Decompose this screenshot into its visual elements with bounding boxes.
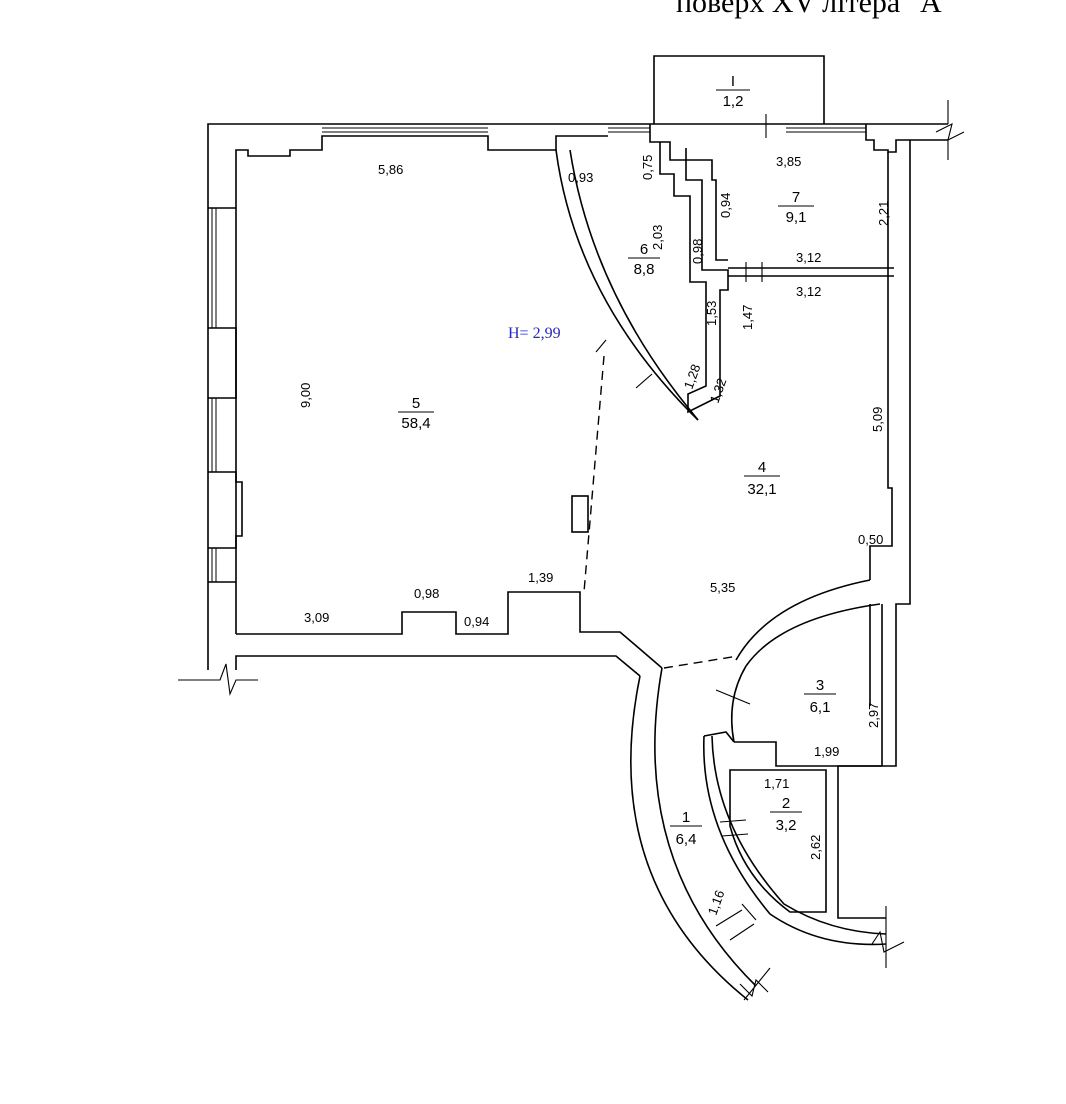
- window-left-3: [211, 548, 217, 582]
- dim-0-50: 0,50: [858, 532, 883, 547]
- wall-top-inner: [235, 135, 608, 634]
- balcony-number: I: [731, 73, 735, 90]
- room-6-number: 6: [640, 241, 648, 258]
- wall-right-outer: [837, 140, 911, 919]
- break-mark-bottom-right: [871, 906, 905, 968]
- room-4-number: 4: [758, 459, 766, 476]
- division-5-4: [583, 355, 605, 593]
- room-5-number: 5: [412, 395, 420, 412]
- wall-right-inner: [869, 152, 893, 580]
- curved-wall-room1-back: [702, 735, 887, 946]
- wall-bottom-outer: [235, 655, 641, 677]
- dim-0-98-mid: 0,98: [690, 239, 705, 264]
- curved-wall-hall-outer: [735, 579, 871, 661]
- room-5-area: 58,4: [401, 415, 430, 432]
- wall-left-pier-2: [208, 471, 243, 549]
- wall-top-outer: [207, 123, 948, 670]
- dim-3-12-bottom: 3,12: [796, 284, 821, 299]
- room-1-number: 1: [682, 809, 690, 826]
- outer-walls: [178, 55, 965, 1001]
- door-room1: [715, 903, 757, 941]
- dim-2-62: 2,62: [808, 835, 823, 860]
- dim-0-75: 0,75: [640, 155, 655, 180]
- room-2-area: 3,2: [776, 817, 797, 834]
- partitions: [555, 114, 894, 1001]
- ceiling-height: H= 2,99: [508, 325, 561, 342]
- division-4-1: [663, 655, 739, 669]
- room-1-area: 6,4: [676, 831, 697, 848]
- dim-5-35: 5,35: [710, 580, 735, 595]
- door-room6: [595, 339, 653, 389]
- break-mark-bottom: [739, 967, 771, 1001]
- dim-0-98-bottom: 0,98: [414, 586, 439, 601]
- wall-room7-left: [685, 148, 728, 261]
- break-mark-left: [178, 663, 258, 697]
- dim-5-09: 5,09: [870, 407, 885, 432]
- room-4-area: 32,1: [747, 481, 776, 498]
- room-7-number: 7: [792, 189, 800, 206]
- window-left-2: [211, 398, 217, 472]
- wall-7-4: [728, 267, 894, 277]
- dim-0-93: 0,93: [568, 170, 593, 185]
- curved-wall-room1-back-inner: [711, 735, 887, 935]
- wall-top-right: [865, 124, 948, 153]
- dim-2-21: 2,21: [876, 201, 891, 226]
- dim-1-99: 1,99: [814, 744, 839, 759]
- wall-left-pier-1: [208, 327, 237, 399]
- dim-3-09: 3,09: [304, 610, 329, 625]
- dim-0-94-mid: 0,94: [718, 193, 733, 218]
- dim-3-12-top: 3,12: [796, 250, 821, 265]
- dim-1-71: 1,71: [764, 776, 789, 791]
- column: [571, 495, 589, 533]
- window-top-1: [322, 127, 488, 133]
- dim-9-00: 9,00: [298, 383, 313, 408]
- dim-0-94-bottom: 0,94: [464, 614, 489, 629]
- curved-wall-room1-inner: [654, 667, 757, 987]
- dim-2-97: 2,97: [866, 703, 881, 728]
- dim-5-86: 5,86: [378, 162, 403, 177]
- floor-header: поверх XV літера "А": [676, 0, 954, 19]
- room-3-area: 6,1: [810, 699, 831, 716]
- curved-wall-room1-outer: [630, 675, 749, 1001]
- dim-1-32: 1,32: [707, 376, 730, 405]
- break-mark-top-right: [935, 100, 965, 160]
- balcony-outline: [653, 55, 825, 124]
- window-left-1: [211, 208, 217, 328]
- curved-wall-hall-inner: [745, 603, 881, 667]
- curved-wall-room6-outer: [555, 149, 699, 421]
- door-room2: [719, 819, 749, 837]
- wall-room3: [734, 604, 883, 767]
- dim-1-47: 1,47: [740, 305, 755, 330]
- room-2-number: 2: [782, 795, 790, 812]
- room-labels: 5 58,4 4 32,1 6 8,8 7 9,1 I 1,2 3 6,1 2 …: [398, 73, 836, 848]
- room-6-area: 8,8: [634, 261, 655, 278]
- dim-2-03: 2,03: [650, 225, 665, 250]
- wall-room3-curve: [703, 665, 747, 743]
- curved-wall-room6-inner: [569, 149, 699, 421]
- wall-bottom-left: [236, 591, 663, 669]
- dim-1-28: 1,28: [681, 362, 704, 391]
- room-3-number: 3: [816, 677, 824, 694]
- room-7-area: 9,1: [786, 209, 807, 226]
- dim-3-85: 3,85: [776, 154, 801, 169]
- dim-1-53: 1,53: [704, 301, 719, 326]
- dim-1-39: 1,39: [528, 570, 553, 585]
- window-top-2: [608, 127, 650, 133]
- wall-6-7: [649, 124, 729, 414]
- wall-left-pier-3: [208, 207, 236, 583]
- door-room7: [745, 262, 763, 282]
- window-top-3: [786, 127, 866, 133]
- wall-room2: [729, 769, 827, 913]
- dim-1-16: 1,16: [705, 888, 728, 917]
- door-room3: [715, 689, 751, 705]
- balcony-area: 1,2: [723, 93, 744, 110]
- dimension-labels: 5,86 9,00 3,09 0,98 0,94 1,39 0,93 0,75 …: [298, 154, 891, 917]
